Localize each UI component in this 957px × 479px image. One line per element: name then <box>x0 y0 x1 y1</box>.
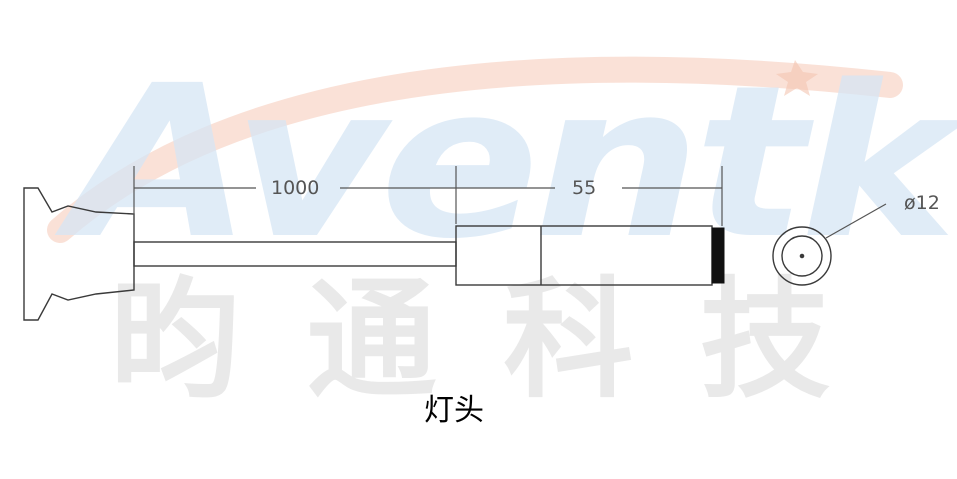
lamp-head-end-view <box>772 226 832 286</box>
dimension-head-length-label: 55 <box>572 177 596 199</box>
lamp-head-end-cap <box>711 227 725 284</box>
watermark-swoosh-arc <box>47 56 903 243</box>
extension-lines <box>133 166 723 240</box>
caption: 灯头 <box>424 393 484 428</box>
watermark-brand: Aventk <box>54 40 957 285</box>
watermark-star-icon <box>776 60 818 96</box>
diameter-label: ø12 <box>904 192 940 214</box>
lamp-base-fitting <box>23 187 135 321</box>
diameter-leader-line <box>825 203 887 239</box>
dimension-rod-length-label: 1000 <box>271 177 319 199</box>
watermark: Aventk 昀通科技 <box>47 40 957 416</box>
